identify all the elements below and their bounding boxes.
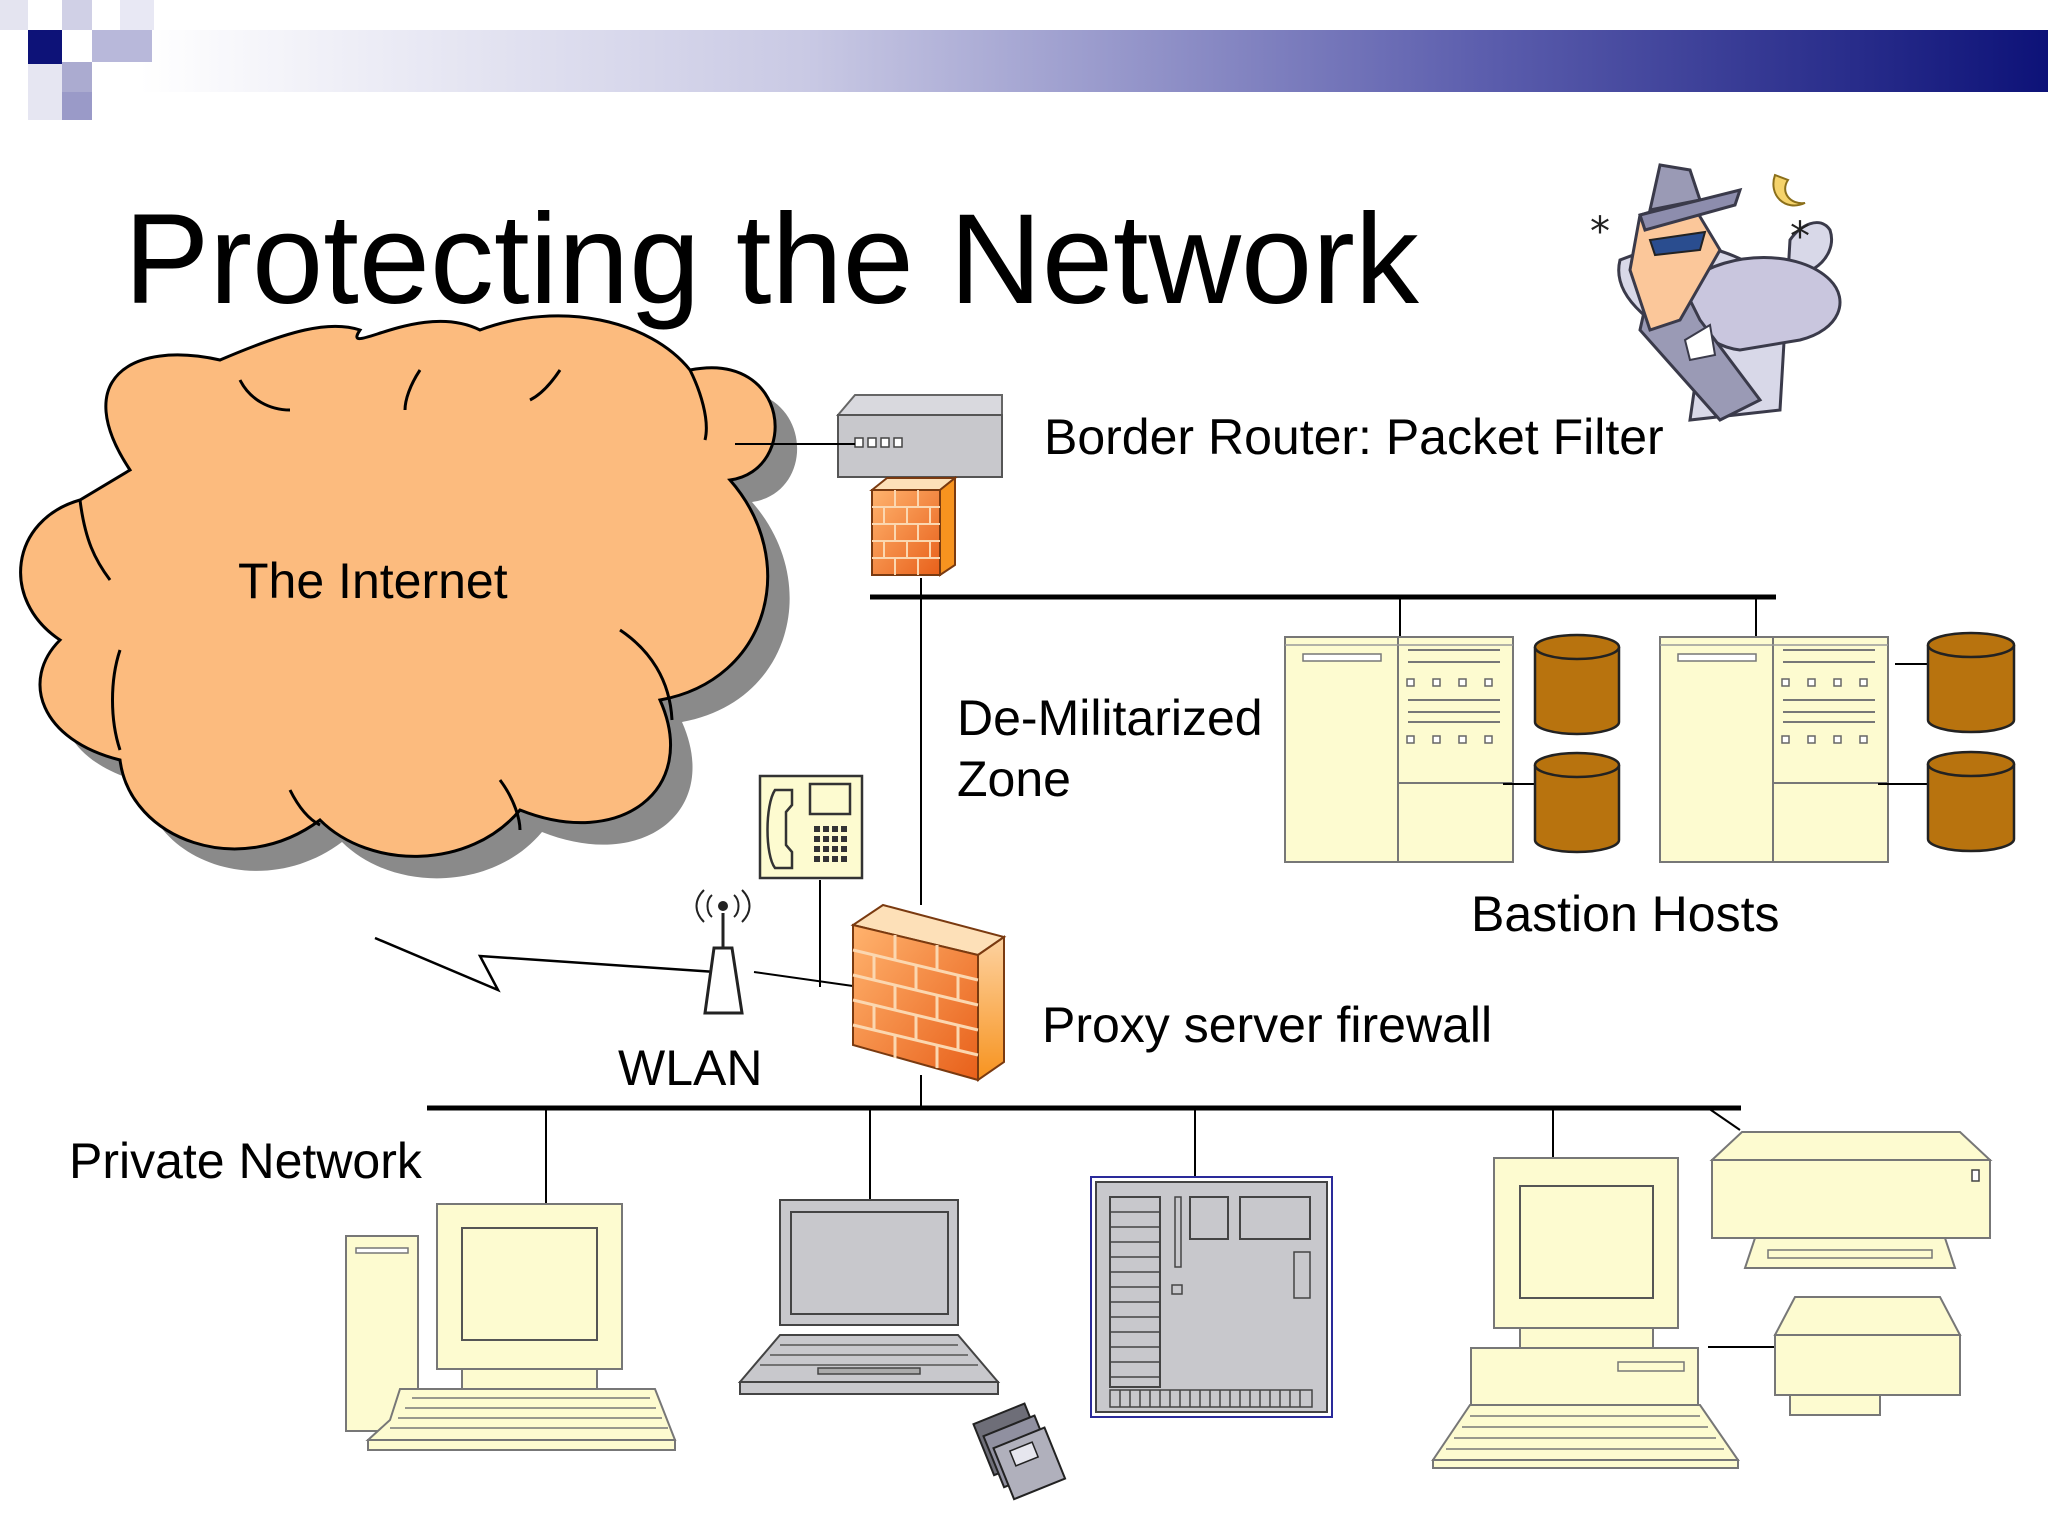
wireless-antenna-icon	[695, 889, 751, 1015]
external-drive-icon	[1773, 1296, 1962, 1416]
proxy-firewall-label: Proxy server firewall	[1042, 997, 1493, 1053]
header-bar	[0, 0, 2048, 120]
bastion-hosts-label: Bastion Hosts	[1471, 886, 1780, 942]
database-icon	[1533, 633, 1621, 736]
printer-icon	[1709, 1131, 1993, 1269]
router-icon	[835, 394, 1003, 478]
floppy-disks-icon	[972, 1402, 1067, 1501]
database-icon	[1533, 751, 1621, 854]
svg-text:*: *	[1590, 209, 1610, 255]
laptop-icon	[737, 1199, 1001, 1395]
slide-title: Protecting the Network	[124, 188, 1419, 331]
server-rack-icon	[1284, 636, 1514, 863]
phone-icon	[758, 774, 864, 880]
dmz-label-line2: Zone	[957, 751, 1071, 807]
wireless-link	[374, 936, 717, 993]
database-icon	[1926, 750, 2016, 853]
database-icon	[1926, 631, 2016, 734]
internet-cloud	[19, 314, 798, 879]
hacker-clipart-icon: * *	[1590, 163, 1842, 422]
internet-label: The Internet	[238, 553, 508, 609]
dmz-label-line1: De-Militarized	[957, 690, 1263, 746]
desktop-computer-icon	[1431, 1157, 1740, 1469]
firewall-icon	[850, 903, 1007, 1082]
motherboard-icon	[1090, 1176, 1333, 1418]
firewall-icon	[869, 475, 958, 577]
desktop-computer-icon	[345, 1203, 677, 1451]
server-rack-icon	[1659, 636, 1889, 863]
private-network-label: Private Network	[69, 1133, 422, 1189]
wlan-label: WLAN	[618, 1040, 763, 1096]
border-router-label: Border Router: Packet Filter	[1044, 409, 1664, 465]
svg-text:*: *	[1790, 214, 1810, 260]
